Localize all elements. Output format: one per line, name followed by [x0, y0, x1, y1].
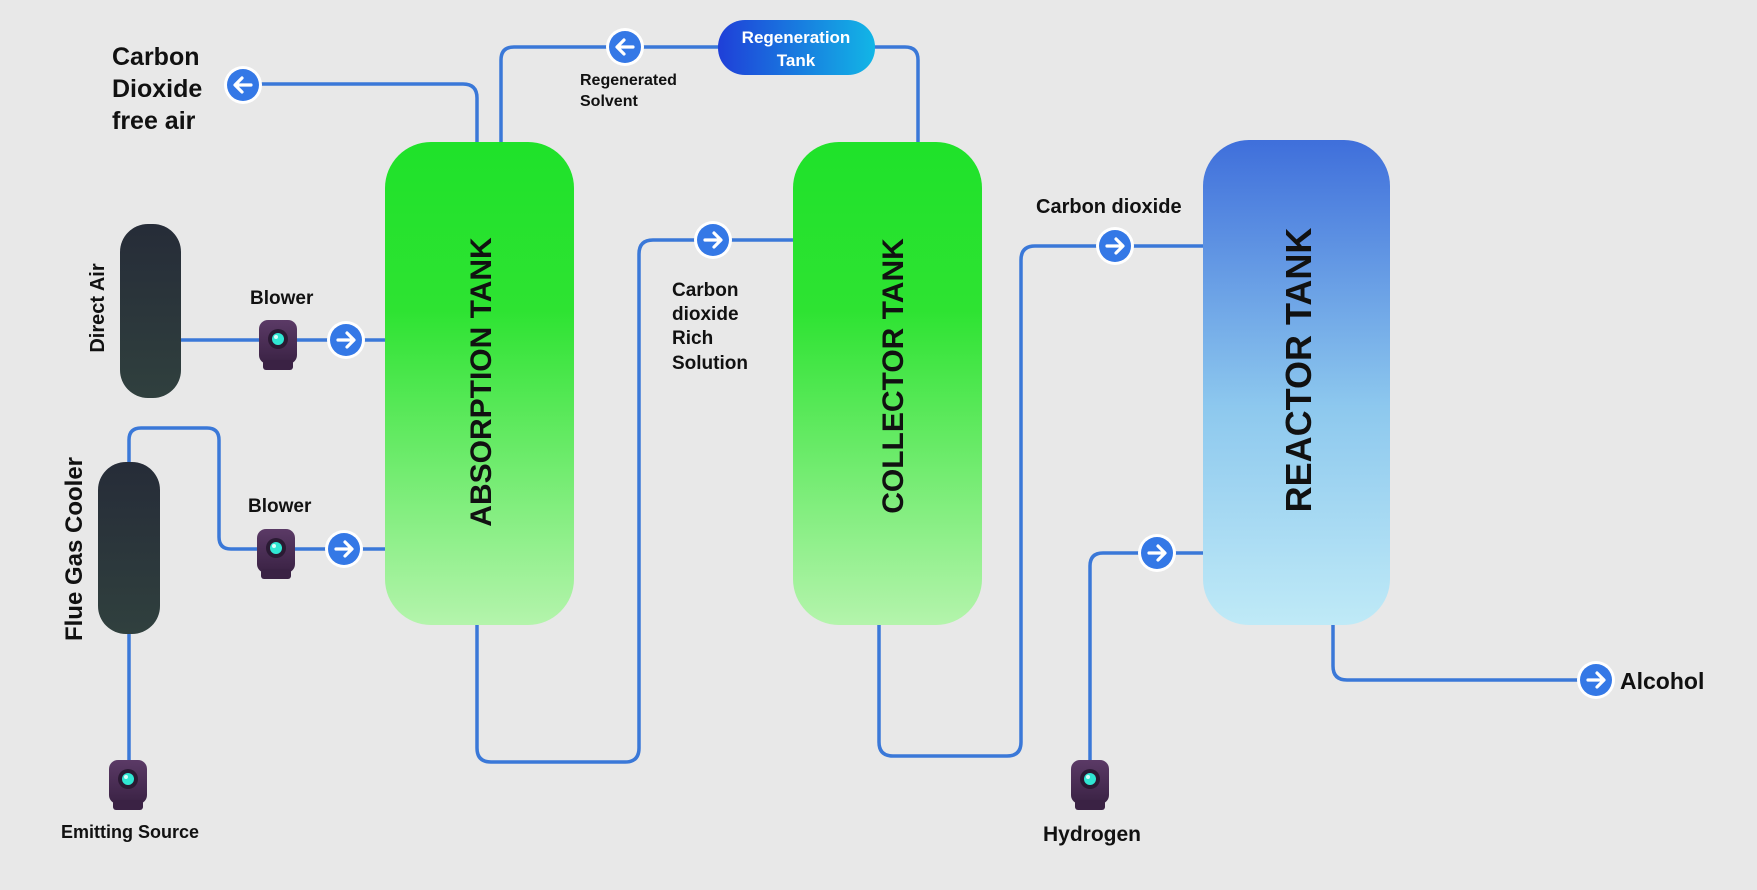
reactor-tank-label: REACTOR TANK	[1278, 228, 1319, 513]
arrow-circle-icon	[1136, 532, 1178, 574]
blower-device-icon	[257, 529, 295, 579]
direct-air-label: Direct Air	[87, 263, 109, 353]
pipe-flue-gas	[127, 426, 385, 551]
pipe-co2-free-air	[243, 82, 479, 142]
pipes	[127, 45, 1580, 770]
arrow-circle-icon	[222, 64, 264, 106]
carbon-dioxide-label: Carbon dioxide	[1036, 196, 1182, 218]
pipe-alcohol	[1331, 625, 1580, 682]
co2-free-air-label-3: free air	[112, 107, 196, 135]
arrow-circle-icon	[1575, 659, 1617, 701]
blower-device-icon	[259, 320, 297, 370]
emitting-source-label: Emitting Source	[61, 822, 199, 842]
alcohol-label: Alcohol	[1620, 668, 1704, 694]
arrow-circle-icon	[325, 319, 367, 361]
arrow-circle-icon	[604, 26, 646, 68]
arrow-circle-icon	[1094, 225, 1136, 267]
collector-tank-label: COLLECTOR TANK	[877, 238, 910, 514]
flue-gas-cooler-label: Flue Gas Cooler	[61, 457, 88, 641]
pipe-co2-rich-solution	[475, 238, 793, 764]
pipe-regenerated-solvent	[499, 45, 720, 142]
blower-device-icon	[109, 760, 147, 810]
co2-rich-solution-label-1: Carbon	[672, 280, 739, 301]
regenerated-solvent-label-1: Regenerated	[580, 72, 677, 89]
pipe-carbon-dioxide	[877, 244, 1203, 758]
regeneration-tank-label-2: Tank	[777, 51, 816, 70]
regenerated-solvent-label-2: Solvent	[580, 93, 638, 110]
labels: Carbon Dioxide free air Regenerated Solv…	[61, 43, 1704, 846]
regeneration-tank: Regeneration Tank	[718, 20, 875, 75]
co2-rich-solution-label-4: Solution	[672, 353, 748, 374]
pipe-hydrogen	[1088, 551, 1203, 770]
arrow-circle-icon	[323, 528, 365, 570]
co2-free-air-label-1: Carbon	[112, 43, 200, 71]
arrow-circle-icon	[692, 219, 734, 261]
co2-rich-solution-label-3: Rich	[672, 328, 713, 349]
blower-device-icon	[1071, 760, 1109, 810]
co2-rich-solution-label-2: dioxide	[672, 304, 739, 325]
reactor-tank: REACTOR TANK	[1203, 140, 1390, 625]
flue-gas-cooler-cylinder: Flue Gas Cooler	[61, 457, 160, 641]
blower-top-label: Blower	[250, 288, 314, 309]
regeneration-tank-label-1: Regeneration	[742, 28, 851, 47]
pipe-regen-to-collector	[873, 45, 920, 142]
blower-bottom-label: Blower	[248, 496, 312, 517]
absorption-tank-label: ABSORPTION TANK	[465, 237, 498, 527]
co2-free-air-label-2: Dioxide	[112, 75, 202, 103]
absorption-tank: ABSORPTION TANK	[385, 142, 574, 625]
hydrogen-label: Hydrogen	[1043, 823, 1141, 846]
direct-air-cylinder: Direct Air	[87, 224, 181, 398]
collector-tank: COLLECTOR TANK	[793, 142, 982, 625]
